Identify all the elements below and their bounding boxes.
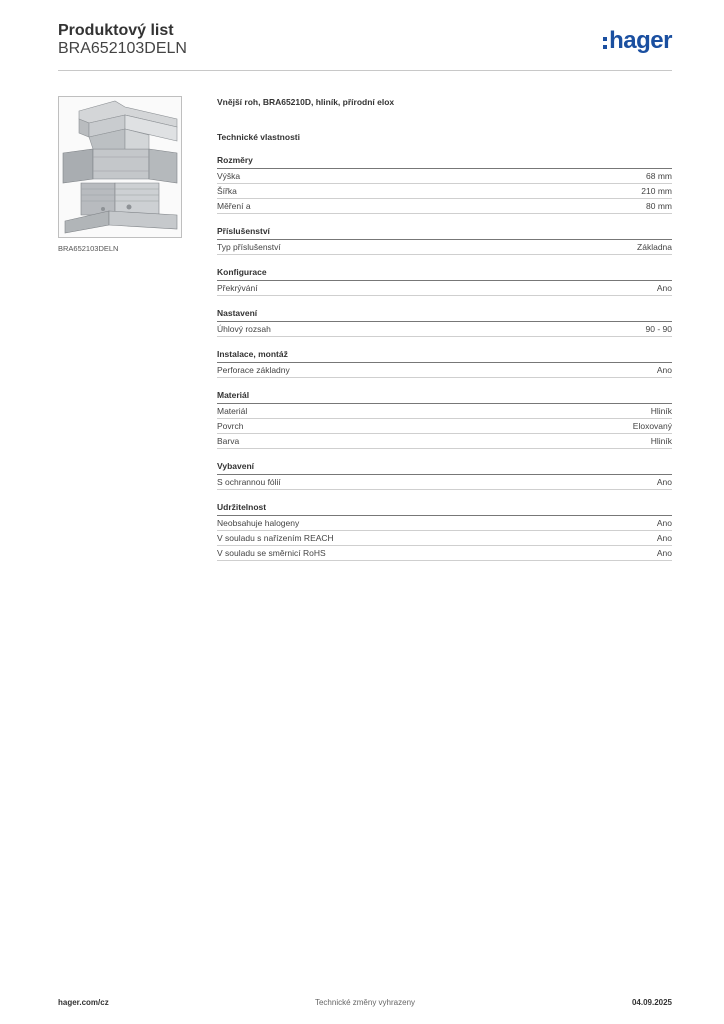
spec-row: Povrch Eloxovaný xyxy=(217,419,672,434)
product-description: Vnější roh, BRA65210D, hliník, přírodní … xyxy=(217,97,395,107)
section-configuration: Konfigurace Překrývání Ano xyxy=(217,266,672,296)
section-accessories: Příslušenství Typ příslušenství Základna xyxy=(217,225,672,255)
section-title: Nastavení xyxy=(217,307,672,322)
spec-label: V souladu s nařízením REACH xyxy=(217,533,334,543)
product-code: BRA652103DELN xyxy=(58,40,187,57)
section-dimensions: Rozměry Výška 68 mm Šířka 210 mm Měření a 8… xyxy=(217,154,672,214)
section-title: Příslušenství xyxy=(217,225,672,240)
logo-text: hager xyxy=(609,27,672,54)
spec-value: Ano xyxy=(656,533,672,543)
section-installation: Instalace, montáž Perforace základny Ano xyxy=(217,348,672,378)
section-settings: Nastavení Úhlový rozsah 90 - 90 xyxy=(217,307,672,337)
page-header: Produktový list BRA652103DELN hager xyxy=(58,20,672,71)
spec-row: Barva Hliník xyxy=(217,434,672,449)
spec-label: Povrch xyxy=(217,421,244,431)
spec-label: Výška xyxy=(217,171,241,181)
spec-value: Ano xyxy=(656,365,672,375)
product-details: Vnější roh, BRA65210D, hliník, přírodní … xyxy=(217,96,672,561)
section-title: Instalace, montáž xyxy=(217,348,672,363)
spec-label: Perforace základny xyxy=(217,365,290,375)
section-title: Rozměry xyxy=(217,154,672,169)
spec-value: 80 mm xyxy=(646,201,672,211)
hager-logo: hager xyxy=(603,26,672,56)
footer-website-link[interactable]: hager.com/cz xyxy=(58,998,109,1007)
section-title: Vybavení xyxy=(217,460,672,475)
spec-value: 68 mm xyxy=(646,171,672,181)
spec-label: Barva xyxy=(217,436,240,446)
spec-value: Eloxovaný xyxy=(632,421,672,431)
spec-value: Základna xyxy=(637,242,672,252)
spec-row: Měření a 80 mm xyxy=(217,199,672,214)
page-footer: hager.com/cz Technické změny vyhrazeny 0… xyxy=(58,998,672,1010)
footer-notice: Technické změny vyhrazeny xyxy=(314,998,416,1007)
spec-row: Materiál Hliník xyxy=(217,404,672,419)
spec-row: Neobsahuje halogeny Ano xyxy=(217,516,672,531)
document-title: Produktový list xyxy=(58,22,174,39)
spec-row: Šířka 210 mm xyxy=(217,184,672,199)
section-title: Udržitelnost xyxy=(217,501,672,516)
spec-row: Perforace základny Ano xyxy=(217,363,672,378)
footer-date: 04.09.2025 xyxy=(631,998,672,1007)
spec-row: V souladu se směrnicí RoHS Ano xyxy=(217,546,672,561)
corner-duct-image-icon xyxy=(59,97,181,237)
spec-value: 90 - 90 xyxy=(645,324,672,334)
section-title: Konfigurace xyxy=(217,266,672,281)
spec-value: Ano xyxy=(656,477,672,487)
logo-dots-icon xyxy=(603,36,608,49)
spec-label: Úhlový rozsah xyxy=(217,324,271,334)
spec-value: 210 mm xyxy=(641,186,672,196)
spec-label: Materiál xyxy=(217,406,248,416)
spec-label: V souladu se směrnicí RoHS xyxy=(217,548,326,558)
spec-value: Hliník xyxy=(650,406,672,416)
section-title: Materiál xyxy=(217,389,672,404)
section-equipment: Vybavení S ochrannou fólií Ano xyxy=(217,460,672,490)
spec-row: Typ příslušenství Základna xyxy=(217,240,672,255)
spec-row: Výška 68 mm xyxy=(217,169,672,184)
spec-value: Ano xyxy=(656,518,672,528)
spec-label: Měření a xyxy=(217,201,251,211)
technical-properties-heading: Technické vlastnosti xyxy=(217,132,300,142)
spec-label: Neobsahuje halogeny xyxy=(217,518,300,528)
product-image-caption: BRA652103DELN xyxy=(58,244,119,253)
spec-row: Úhlový rozsah 90 - 90 xyxy=(217,322,672,337)
product-image xyxy=(58,96,182,238)
spec-row: V souladu s nařízením REACH Ano xyxy=(217,531,672,546)
spec-label: Překrývání xyxy=(217,283,258,293)
spec-label: S ochrannou fólií xyxy=(217,477,281,487)
spec-value: Ano xyxy=(656,548,672,558)
spec-label: Šířka xyxy=(217,186,237,196)
spec-row: Překrývání Ano xyxy=(217,281,672,296)
spec-value: Ano xyxy=(656,283,672,293)
spec-row: S ochrannou fólií Ano xyxy=(217,475,672,490)
spec-label: Typ příslušenství xyxy=(217,242,281,252)
spec-value: Hliník xyxy=(650,436,672,446)
